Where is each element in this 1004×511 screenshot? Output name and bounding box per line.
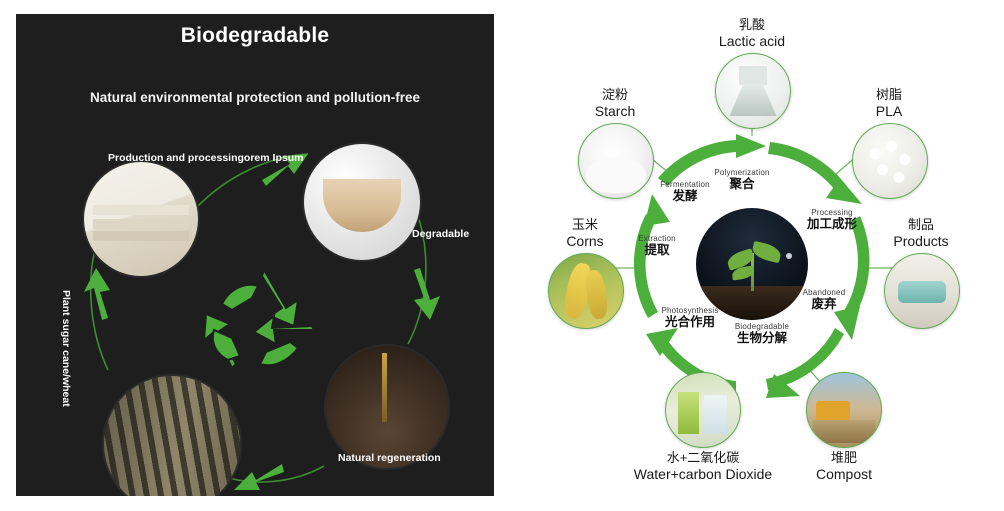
- ring-label-biodegradable-en: Biodegradable: [734, 322, 790, 331]
- ring-label-extraction-en: Extraction: [638, 234, 676, 243]
- ring-label-polymerization: Polymerization 聚合: [697, 168, 787, 191]
- recycle-icon: [202, 267, 316, 370]
- ring-label-photosynthesis-en: Photosynthesis: [661, 306, 719, 315]
- left-biodegradable-panel: Biodegradable Natural environmental prot…: [16, 14, 494, 496]
- node-compost-image: [806, 372, 882, 448]
- right-lifecycle-panel: Fermentation 发酵 Polymerization 聚合 Proces…: [500, 0, 1004, 511]
- ring-label-abandoned-cn: 废弃: [811, 297, 837, 311]
- node-compost-cn: 堆肥: [830, 450, 857, 465]
- ring-label-abandoned-en: Abandoned: [802, 288, 846, 297]
- node-pla-cn: 树脂: [875, 87, 902, 102]
- node-water-carbon-dioxide-cn: 水+二氧化碳: [666, 450, 740, 465]
- node-starch-image: [578, 123, 654, 200]
- page-subtitle: Natural environmental protection and pol…: [89, 90, 421, 105]
- node-corns: 玉米 Corns: [548, 217, 624, 330]
- node-lactic-acid-image: [715, 53, 791, 130]
- ring-label-abandoned: Abandoned 废弃: [782, 288, 866, 311]
- photo-sugar-cane: [102, 374, 242, 496]
- ring-label-fermentation: Fermentation 发酵: [640, 180, 730, 203]
- ring-label-extraction: Extraction 提取: [618, 234, 696, 257]
- node-pla: 树脂 PLA: [852, 87, 928, 200]
- node-starch: 淀粉 Starch: [578, 87, 654, 200]
- ring-label-processing-cn: 加工成形: [806, 217, 857, 231]
- node-compost: 堆肥 Compost: [794, 372, 894, 482]
- node-products-en: Products: [893, 232, 949, 249]
- ring-label-fermentation-cn: 发酵: [672, 189, 698, 203]
- node-pla-image: [852, 123, 928, 200]
- ring-label-biodegradable-cn: 生物分解: [736, 331, 787, 345]
- node-products: 制品 Products: [884, 217, 960, 330]
- page-title: Biodegradable: [180, 24, 330, 47]
- ring-label-photosynthesis-cn: 光合作用: [664, 315, 715, 329]
- label-natural-regeneration: Natural regeneration: [338, 452, 441, 464]
- node-water-carbon-dioxide: 水+二氧化碳 Water+carbon Dioxide: [628, 372, 778, 482]
- node-corns-en: Corns: [566, 232, 604, 249]
- node-products-image: [884, 253, 960, 330]
- node-compost-en: Compost: [815, 465, 873, 482]
- ring-label-polymerization-cn: 聚合: [729, 177, 755, 191]
- photo-soil: [324, 344, 450, 470]
- node-lactic-acid-en: Lactic acid: [718, 32, 786, 49]
- node-products-cn: 制品: [907, 217, 934, 232]
- photo-boards: [82, 160, 200, 278]
- center-sprout-image: [696, 208, 808, 320]
- ring-label-processing: Processing 加工成形: [790, 208, 874, 231]
- node-starch-en: Starch: [594, 102, 636, 119]
- ring-label-processing-en: Processing: [811, 208, 853, 217]
- photo-bowl: [302, 142, 422, 262]
- ring-label-fermentation-en: Fermentation: [660, 180, 710, 189]
- left-cycle-arrows: [84, 153, 440, 490]
- node-water-carbon-dioxide-image: [665, 372, 741, 448]
- ring-label-extraction-cn: 提取: [644, 243, 670, 257]
- node-water-carbon-dioxide-en: Water+carbon Dioxide: [633, 465, 773, 482]
- label-degradable: Degradable: [412, 228, 470, 240]
- ring-label-polymerization-en: Polymerization: [714, 168, 770, 177]
- node-corns-image: [548, 253, 624, 330]
- node-lactic-acid-cn: 乳酸: [738, 17, 765, 32]
- ring-label-photosynthesis: Photosynthesis 光合作用: [640, 306, 740, 329]
- node-lactic-acid: 乳酸 Lactic acid: [715, 17, 791, 130]
- label-plant-sugar-cane-wheat: Plant sugar cane/wheat: [60, 290, 72, 407]
- label-production: Production and processingorem Ipsum: [108, 152, 304, 164]
- ring-label-biodegradable: Biodegradable 生物分解: [714, 322, 810, 345]
- node-pla-en: PLA: [875, 102, 903, 119]
- node-corns-cn: 玉米: [571, 217, 598, 232]
- node-starch-cn: 淀粉: [601, 87, 628, 102]
